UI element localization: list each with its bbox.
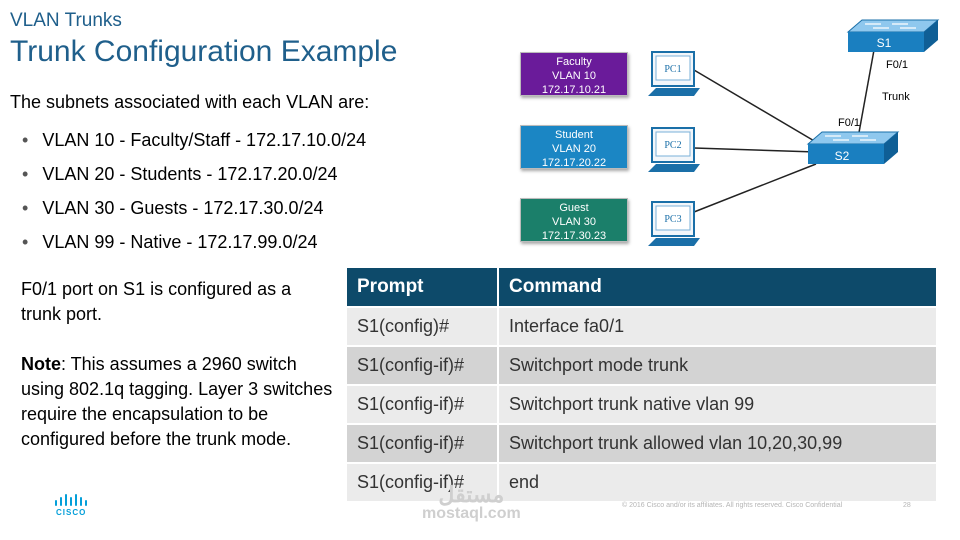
trunk-link <box>857 49 875 139</box>
vlan-name: Guest <box>559 202 589 214</box>
description: F0/1 port on S1 is configured as a trunk… <box>21 277 336 477</box>
port-label-s2: F0/1 <box>838 117 860 129</box>
link-pc3-s2 <box>693 163 817 213</box>
intro-text: The subnets associated with each VLAN ar… <box>10 92 370 112</box>
cisco-logo-icon <box>55 494 87 506</box>
watermark-url: mostaql.com <box>422 505 521 522</box>
network-topology: S1 S2 F0/1 Trunk F0/1 PC1 PC2 PC3 <box>648 19 940 246</box>
list-item: VLAN 30 - Guests - 172.17.30.0/24 <box>22 191 366 225</box>
table-header-row: Prompt Command <box>347 268 938 307</box>
note-paragraph: Note: This assumes a 2960 switch using 8… <box>21 352 336 452</box>
slide-subtitle: VLAN Trunks <box>10 10 122 31</box>
trunk-port-text: F0/1 port on S1 is configured as a trunk… <box>21 279 292 324</box>
vlan-name: Faculty <box>556 56 592 68</box>
command-cell: end <box>498 462 938 501</box>
pc2-label: PC2 <box>664 140 681 151</box>
header-prompt: Prompt <box>347 268 499 307</box>
switch-s2-icon <box>806 131 900 164</box>
vlan-box-student: Student VLAN 20 172.17.20.22 <box>520 125 628 169</box>
list-item: VLAN 10 - Faculty/Staff - 172.17.10.0/24 <box>22 123 366 157</box>
prompt-cell: S1(config-if)# <box>347 345 499 385</box>
trunk-label: Trunk <box>882 91 910 103</box>
pc3-label: PC3 <box>664 214 681 225</box>
switch-s2-label: S2 <box>835 149 850 163</box>
pc1-icon <box>648 51 700 96</box>
vlan-ip: 172.17.20.22 <box>541 157 607 169</box>
page-number: 28 <box>903 502 911 509</box>
vlan-id: VLAN 10 <box>551 70 597 82</box>
cisco-logo-text: CISCO <box>56 508 87 517</box>
header-command: Command <box>498 268 938 307</box>
vlan-id: VLAN 20 <box>551 143 597 155</box>
prompt-cell: S1(config-if)# <box>347 423 499 463</box>
table-row: S1(config)# Interface fa0/1 <box>347 306 938 346</box>
switch-s1-label: S1 <box>877 36 892 50</box>
prompt-cell: S1(config-if)# <box>347 462 499 501</box>
note-text: : This assumes a 2960 switch using 802.1… <box>21 354 333 449</box>
vlan-box-guest: Guest VLAN 30 172.17.30.23 <box>520 198 628 242</box>
table-row: S1(config-if)# Switchport trunk native v… <box>347 384 938 424</box>
command-cell: Interface fa0/1 <box>498 306 938 346</box>
slide-title: Trunk Configuration Example <box>10 35 398 68</box>
command-cell: Switchport mode trunk <box>498 345 938 385</box>
switch-s1-icon <box>846 19 940 52</box>
vlan-ip: 172.17.30.23 <box>541 230 607 242</box>
copyright: © 2016 Cisco and/or its affiliates. All … <box>622 502 843 509</box>
pc3-icon <box>648 201 700 246</box>
pc1-label: PC1 <box>664 64 681 75</box>
note-label: Note <box>21 354 61 374</box>
list-item: VLAN 20 - Students - 172.17.20.0/24 <box>22 157 366 191</box>
table-row: S1(config-if)# end <box>347 462 938 501</box>
watermark-arabic: مستقل <box>438 482 505 507</box>
table-row: S1(config-if)# Switchport mode trunk <box>347 345 938 385</box>
pc2-icon <box>648 127 700 172</box>
command-cell: Switchport trunk allowed vlan 10,20,30,9… <box>498 423 938 463</box>
link-pc2-s2 <box>693 147 817 153</box>
list-item: VLAN 99 - Native - 172.17.99.0/24 <box>22 225 366 259</box>
link-pc1-s2 <box>693 69 817 143</box>
prompt-cell: S1(config-if)# <box>347 384 499 424</box>
vlan-subnet-list: VLAN 10 - Faculty/Staff - 172.17.10.0/24… <box>22 123 366 259</box>
vlan-id: VLAN 30 <box>551 216 597 228</box>
vlan-ip: 172.17.10.21 <box>541 84 607 96</box>
port-label-s1: F0/1 <box>886 59 908 71</box>
watermark: مستقل mostaql.com <box>422 482 521 523</box>
command-table: Prompt Command S1(config)# Interface fa0… <box>347 268 938 501</box>
vlan-box-faculty: Faculty VLAN 10 172.17.10.21 <box>520 52 628 96</box>
command-cell: Switchport trunk native vlan 99 <box>498 384 938 424</box>
prompt-cell: S1(config)# <box>347 306 499 346</box>
table-row: S1(config-if)# Switchport trunk allowed … <box>347 423 938 463</box>
vlan-name: Student <box>555 129 593 141</box>
